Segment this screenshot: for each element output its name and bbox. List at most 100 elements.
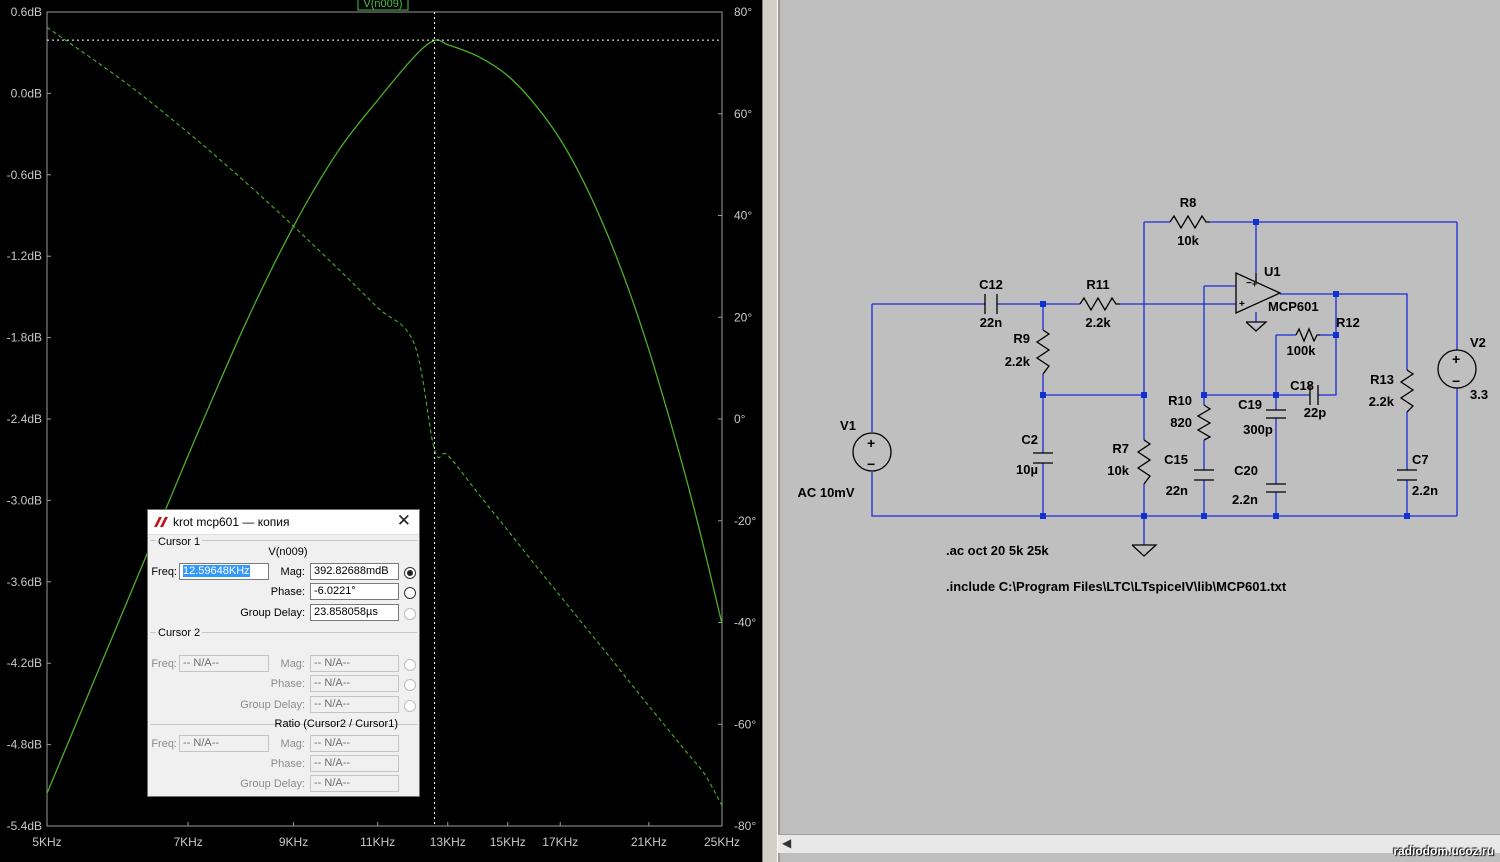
c2-label: C2: [1021, 432, 1038, 447]
c15-label: C15: [1164, 452, 1188, 467]
c2-mag-label: Mag:: [280, 658, 305, 670]
c20-label: C20: [1234, 463, 1258, 478]
c2-group-delay-field: -- N/A--: [310, 696, 399, 713]
c18-value: 22p: [1304, 405, 1326, 420]
scroll-left-arrow-icon[interactable]: ◀: [782, 836, 792, 850]
ratio-mag-field: -- N/A--: [310, 735, 399, 752]
dialog-titlebar[interactable]: krot mcp601 — копия ✕: [148, 510, 419, 535]
ground-symbol: [1131, 544, 1158, 557]
freq-field[interactable]: 12.59648KHz: [179, 563, 269, 580]
c2-phase-label: Phase:: [270, 678, 305, 690]
v1-label: V1: [840, 418, 856, 433]
ratio-freq-label: Freq:: [151, 738, 177, 750]
u1-value: MCP601: [1268, 299, 1319, 314]
junctions: [1040, 219, 1410, 519]
right-axis-tick: -80°: [734, 819, 756, 833]
r13-symbol: [1399, 369, 1415, 413]
right-axis-tick: 20°: [734, 310, 752, 324]
cursor2-group: Cursor 2: [150, 627, 417, 723]
c2-phase-radio: [404, 679, 416, 691]
r13-label: R13: [1370, 372, 1394, 387]
c7-value: 2.2n: [1412, 483, 1438, 498]
cursor-dialog[interactable]: krot mcp601 — копия ✕ Cursor 1 V(n009) F…: [147, 509, 420, 797]
cursor1-label: Cursor 1: [156, 536, 203, 548]
mag-radio[interactable]: [404, 567, 416, 579]
mag-field[interactable]: 392.82688mdB: [310, 563, 399, 580]
x-axis-tick: 21KHz: [631, 835, 667, 849]
opamp-symbol: [1235, 271, 1282, 315]
c15-value: 22n: [1166, 483, 1188, 498]
schematic-pane[interactable]: +− +− −+ + R8 10k U1 MCP601 C12 22n R11 …: [778, 0, 1500, 862]
trace-label[interactable]: V(n009): [363, 0, 402, 10]
c12-value: 22n: [980, 315, 1002, 330]
r10-symbol: [1196, 404, 1212, 441]
c2-group-delay-label: Group Delay:: [240, 699, 305, 711]
c2-mag-radio: [404, 659, 416, 671]
r10-value: 820: [1170, 415, 1192, 430]
x-axis-tick: 15KHz: [490, 835, 526, 849]
r9-symbol: [1035, 329, 1051, 375]
ratio-label: Ratio (Cursor2 / Cursor1): [274, 718, 398, 730]
schematic-canvas[interactable]: +− +− −+ + R8 10k U1 MCP601 C12 22n R11 …: [780, 0, 1500, 862]
r11-label: R11: [1086, 277, 1109, 292]
c2-freq-label: Freq:: [151, 658, 177, 670]
r12-value: 100k: [1287, 343, 1317, 358]
svg-text:−: −: [867, 456, 875, 472]
right-axis-tick: 0°: [734, 412, 746, 426]
phase-radio[interactable]: [404, 587, 416, 599]
c19-value: 300p: [1243, 422, 1273, 437]
group-delay-field[interactable]: 23.858058µs: [310, 604, 399, 621]
right-axis-tick: -40°: [734, 616, 756, 630]
c2-value: 10µ: [1016, 462, 1038, 477]
left-axis-tick: -4.2dB: [7, 656, 42, 670]
v2-source-symbol: [1437, 349, 1477, 389]
left-axis-tick: 0.0dB: [11, 86, 42, 100]
r9-value: 2.2k: [1005, 354, 1031, 369]
phase-trace: [46, 26, 723, 806]
svg-text:−: −: [1246, 278, 1252, 289]
schematic-horizontal-scrollbar[interactable]: ◀: [778, 834, 1500, 853]
c7-label: C7: [1412, 452, 1429, 467]
pane-splitter[interactable]: [762, 0, 778, 862]
c2-freq-field: -- N/A--: [179, 655, 269, 672]
trace-label-box[interactable]: [357, 0, 409, 11]
left-axis-tick: -3.0dB: [7, 493, 42, 507]
c2-mag-field: -- N/A--: [310, 655, 399, 672]
c19-label: C19: [1238, 397, 1262, 412]
left-axis-tick: 0.6dB: [11, 5, 42, 19]
ac-directive[interactable]: .ac oct 20 5k 25k: [946, 543, 1049, 558]
left-axis-tick: -3.6dB: [7, 575, 42, 589]
r8-symbol: [1169, 214, 1210, 230]
ratio-group-delay-field: -- N/A--: [310, 775, 399, 792]
waveform-plot[interactable]: 0.6dB0.0dB-0.6dB-1.2dB-1.8dB-2.4dB-3.0dB…: [0, 0, 762, 862]
freq-label: Freq:: [151, 566, 177, 578]
close-icon[interactable]: ✕: [396, 511, 411, 530]
cursor1-group: Cursor 1: [150, 536, 417, 631]
r7-label: R7: [1112, 441, 1129, 456]
right-axis-tick: 40°: [734, 209, 752, 223]
r8-label: R8: [1180, 195, 1197, 210]
x-axis-tick: 11KHz: [360, 835, 395, 849]
right-axis-tick: 80°: [734, 5, 752, 19]
group-delay-label: Group Delay:: [240, 607, 305, 619]
group-delay-radio[interactable]: [404, 608, 416, 620]
r12-label: R12: [1336, 315, 1360, 330]
ratio-group-delay-label: Group Delay:: [240, 778, 305, 790]
left-axis-tick: -1.2dB: [7, 249, 42, 263]
include-directive[interactable]: .include C:\Program Files\LTC\LTspiceIV\…: [946, 579, 1287, 594]
v2-value: 3.3: [1470, 387, 1488, 402]
svg-text:+: +: [1239, 299, 1245, 310]
ratio-mag-label: Mag:: [280, 738, 305, 750]
phase-field[interactable]: -6.0221°: [310, 583, 399, 600]
ratio-phase-field: -- N/A--: [310, 755, 399, 772]
r7-value: 10k: [1107, 463, 1129, 478]
c2-phase-field: -- N/A--: [310, 675, 399, 692]
left-axis-tick: -4.8dB: [7, 738, 42, 752]
mag-label: Mag:: [280, 566, 305, 578]
phase-label: Phase:: [270, 586, 305, 598]
x-axis-tick: 13KHz: [430, 835, 466, 849]
trace-name-text: V(n009): [268, 546, 308, 558]
wires: [871, 221, 1458, 545]
x-axis-tick: 9KHz: [279, 835, 308, 849]
c2-group-delay-radio: [404, 700, 416, 712]
